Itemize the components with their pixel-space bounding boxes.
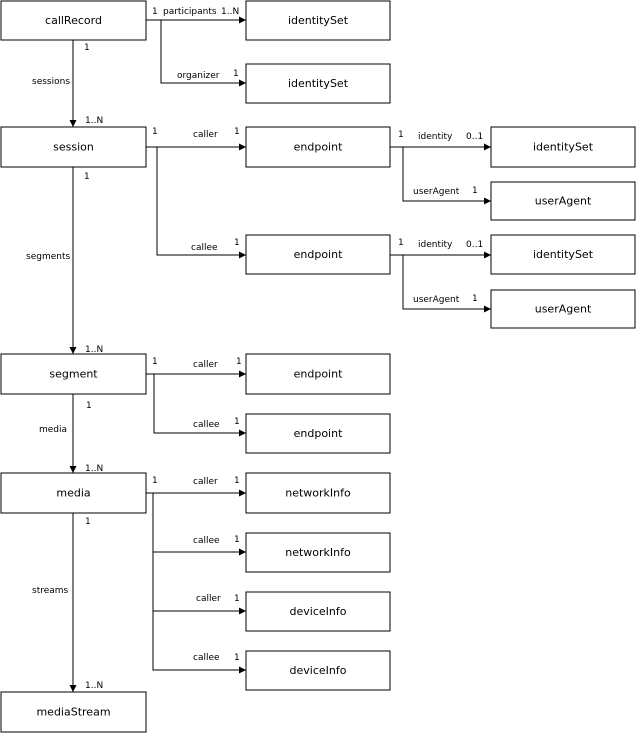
callee-useragent-target-mult: 1 [472, 294, 478, 304]
organizer-target-mult: 1 [233, 69, 239, 79]
caller-useragent-target-mult: 1 [472, 186, 478, 196]
node-identityset-callee-label: identitySet [533, 248, 594, 261]
callee-identity-source-mult: 1 [398, 238, 404, 248]
node-endpoint-session-callee-label: endpoint [294, 248, 343, 261]
streams-target-mult: 1..N [85, 681, 103, 691]
node-identityset-organizer-label: identitySet [288, 77, 349, 90]
node-deviceinfo-callee[interactable]: deviceInfo [245, 650, 391, 691]
participants-label: participants [163, 7, 217, 17]
segment-callee-label: callee [193, 420, 220, 430]
node-mediastream-label: mediaStream [36, 706, 110, 719]
node-segment-label: segment [49, 368, 98, 381]
callee-identity-target-mult: 0..1 [466, 240, 483, 250]
node-useragent-callee-label: userAgent [535, 303, 592, 316]
node-deviceinfo-caller-label: deviceInfo [290, 605, 347, 618]
session-caller-target-mult: 1 [234, 127, 240, 137]
node-endpoint-segment-caller[interactable]: endpoint [245, 353, 391, 395]
session-callee-target-mult: 1 [234, 238, 240, 248]
edge-labels: 1 participants 1..N organizer 1 1 sessio… [26, 7, 483, 691]
sessions-target-mult: 1..N [85, 116, 103, 126]
edges [69, 16, 491, 692]
callee-identity-label: identity [418, 240, 453, 250]
node-media-label: media [56, 487, 90, 500]
streams-label: streams [32, 586, 69, 596]
segments-label: segments [26, 252, 70, 262]
node-endpoint-session-callee[interactable]: endpoint [245, 234, 391, 275]
node-endpoint-segment-caller-label: endpoint [294, 368, 343, 381]
media-label: media [39, 425, 67, 435]
edge-media-dev-callee [152, 493, 246, 674]
node-networkinfo-caller[interactable]: networkInfo [245, 472, 391, 514]
caller-identity-label: identity [418, 132, 453, 142]
node-endpoint-session-caller-label: endpoint [294, 141, 343, 154]
participants-source-mult: 1 [152, 7, 158, 17]
node-media[interactable]: media [0, 472, 147, 514]
node-identityset-caller[interactable]: identitySet [490, 126, 636, 168]
node-useragent-callee[interactable]: userAgent [490, 289, 636, 329]
node-endpoint-segment-callee-label: endpoint [294, 427, 343, 440]
segments-source-mult: 1 [84, 172, 90, 182]
node-networkinfo-callee[interactable]: networkInfo [245, 532, 391, 573]
caller-identity-source-mult: 1 [398, 130, 404, 140]
node-deviceinfo-caller[interactable]: deviceInfo [245, 591, 391, 632]
media-dev-callee-label: callee [193, 653, 220, 663]
edge-callee-useragent [402, 255, 491, 313]
media-target-mult: 1..N [85, 464, 103, 474]
node-callrecord[interactable]: callRecord [0, 0, 147, 41]
callee-useragent-label: userAgent [413, 295, 460, 305]
session-caller-label: caller [193, 130, 218, 140]
node-useragent-caller[interactable]: userAgent [490, 181, 636, 221]
node-identityset-callee[interactable]: identitySet [490, 234, 636, 275]
segment-callee-target-mult: 1 [234, 417, 240, 427]
media-net-callee-label: callee [193, 536, 220, 546]
node-session[interactable]: session [0, 126, 147, 168]
node-identityset-caller-label: identitySet [533, 141, 594, 154]
node-mediastream[interactable]: mediaStream [0, 691, 147, 733]
media-source-mult: 1 [86, 401, 92, 411]
node-identityset-participants[interactable]: identitySet [245, 0, 391, 41]
segments-target-mult: 1..N [85, 345, 103, 355]
media-net-caller-target-mult: 1 [234, 476, 240, 486]
participants-target-mult: 1..N [221, 7, 239, 17]
node-segment[interactable]: segment [0, 353, 147, 395]
media-dev-caller-label: caller [196, 594, 221, 604]
node-identityset-participants-label: identitySet [288, 14, 349, 27]
segment-caller-label: caller [193, 360, 218, 370]
session-caller-source-mult: 1 [152, 127, 158, 137]
media-dev-caller-target-mult: 1 [234, 594, 240, 604]
caller-identity-target-mult: 0..1 [466, 132, 483, 142]
node-identityset-organizer[interactable]: identitySet [245, 63, 391, 104]
media-net-caller-label: caller [193, 477, 218, 487]
media-net-callee-target-mult: 1 [234, 535, 240, 545]
node-useragent-caller-label: userAgent [535, 195, 592, 208]
node-endpoint-segment-callee[interactable]: endpoint [245, 413, 391, 454]
node-endpoint-session-caller[interactable]: endpoint [245, 126, 391, 168]
organizer-label: organizer [177, 71, 220, 81]
edge-caller-useragent [402, 147, 491, 205]
caller-useragent-label: userAgent [413, 187, 460, 197]
segment-caller-target-mult: 1 [236, 357, 242, 367]
session-callee-label: callee [191, 243, 218, 253]
node-session-label: session [53, 141, 94, 154]
node-networkinfo-caller-label: networkInfo [285, 487, 351, 500]
sessions-source-mult: 1 [84, 43, 90, 53]
segment-caller-source-mult: 1 [152, 357, 158, 367]
node-callrecord-label: callRecord [45, 14, 102, 27]
media-net-caller-source-mult: 1 [152, 476, 158, 486]
media-dev-callee-target-mult: 1 [234, 653, 240, 663]
node-deviceinfo-callee-label: deviceInfo [290, 664, 347, 677]
edge-organizer [160, 20, 246, 87]
streams-source-mult: 1 [85, 517, 91, 527]
node-networkinfo-callee-label: networkInfo [285, 546, 351, 559]
sessions-label: sessions [32, 77, 70, 87]
edge-session-callee [156, 147, 246, 259]
edge-segment-callee [153, 374, 246, 437]
